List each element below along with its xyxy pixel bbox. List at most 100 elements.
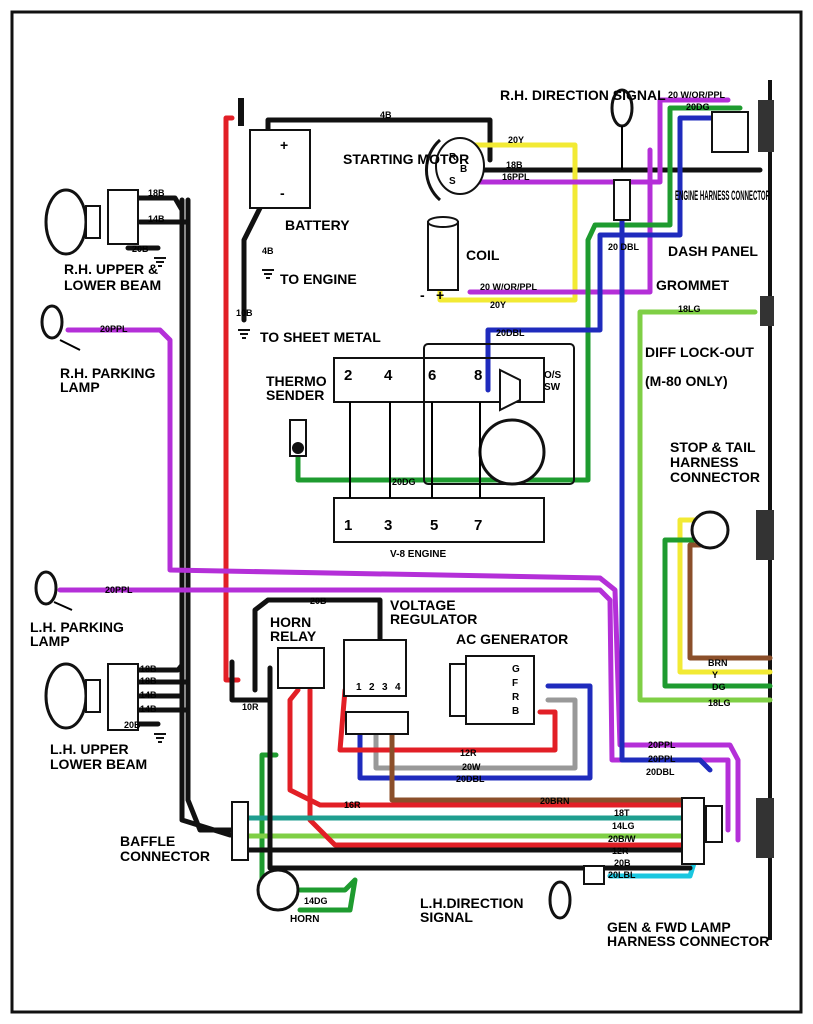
wire-label-14dg: 14DG xyxy=(304,896,328,906)
wire-label-dg: DG xyxy=(712,682,726,692)
wire-label-y: Y xyxy=(712,670,718,680)
wire-label-20y-top: 20Y xyxy=(508,135,524,145)
wire-label-12r: 12R xyxy=(460,748,477,758)
wire-label-18b-lh2: 18B xyxy=(140,676,157,686)
wire-18b-lh1 xyxy=(119,662,185,673)
stop-tail-connector xyxy=(690,510,730,550)
wire-20dbl-coil xyxy=(485,115,738,393)
label-regulator-2: REGULATOR xyxy=(390,611,477,627)
wire-10r-black xyxy=(229,659,271,703)
cylinder-6: 6 xyxy=(428,367,436,384)
label-to-engine: TO ENGINE xyxy=(280,271,357,287)
wire-20ppl-lh xyxy=(57,587,731,833)
wire-label-20ppl-rh: 20PPL xyxy=(100,324,128,334)
wire-red-main xyxy=(223,115,241,683)
wire-20b-b xyxy=(267,665,693,871)
generator-g: G xyxy=(512,664,520,675)
rh-headlamp xyxy=(44,188,139,256)
wire-y-stop xyxy=(677,517,773,675)
wire-label-20b-b: 20B xyxy=(614,858,631,868)
wire-12r xyxy=(337,687,558,753)
wire-20dbl-reg xyxy=(357,683,593,781)
label-rh-parking-2: LAMP xyxy=(60,379,100,395)
label-grommet: GROMMET xyxy=(656,277,730,293)
wire-20ppl-rh xyxy=(65,327,741,843)
regulator-terminal-3: 3 xyxy=(382,682,388,693)
label-horn: HORN xyxy=(290,914,319,925)
battery-minus: - xyxy=(280,185,285,201)
wire-20lbl xyxy=(607,857,698,879)
wire-14dg xyxy=(297,877,358,913)
starter-terminal-b: B xyxy=(460,164,467,175)
wire-label-4b-top: 4B xyxy=(380,110,392,120)
battery-plus: + xyxy=(280,137,288,153)
wire-label-20wor-top: 20 W/OR/PPL xyxy=(668,90,726,100)
wire-label-18b-starter: 18B xyxy=(506,160,523,170)
ground-symbols xyxy=(154,257,274,743)
wire-label-10b: 10B xyxy=(236,308,253,318)
wire-label-18b-rh: 18B xyxy=(148,188,165,198)
label-os-1: O/S xyxy=(544,370,562,381)
cylinder-4: 4 xyxy=(384,367,393,384)
wire-20dbl-right xyxy=(619,192,713,773)
label-lh-direction-2: SIGNAL xyxy=(420,909,473,925)
label-diff-lockout: DIFF LOCK-OUT xyxy=(645,344,754,360)
horn xyxy=(256,868,300,912)
wire-label-20y-coil: 20Y xyxy=(490,300,506,310)
wire-brn-stop xyxy=(687,542,773,661)
cylinder-8: 8 xyxy=(474,367,482,384)
label-rh-beam-2: LOWER BEAM xyxy=(64,277,161,293)
generator-f: F xyxy=(512,678,518,689)
cylinder-5: 5 xyxy=(430,517,438,534)
wire-12r-b xyxy=(307,687,693,848)
wire-black-batt-neg xyxy=(241,197,267,323)
wire-20y xyxy=(437,142,578,303)
label-stop-tail-2: HARNESS xyxy=(670,454,738,470)
starter-terminal-r: R xyxy=(449,152,457,163)
label-thermo-1: THERMO xyxy=(266,373,327,389)
regulator-terminal-1: 1 xyxy=(356,682,362,693)
cylinder-3: 3 xyxy=(384,517,392,534)
wire-label-16r: 16R xyxy=(344,800,361,810)
label-engine-harness: ENGINE HARNESS CONNECTOR xyxy=(675,187,770,203)
label-diff-lockout-note: (M-80 ONLY) xyxy=(645,373,728,389)
cylinder-2: 2 xyxy=(344,367,352,384)
battery xyxy=(238,98,311,209)
label-ac-generator: AC GENERATOR xyxy=(456,631,568,647)
wire-16ppl xyxy=(469,97,731,185)
wire-label-10r: 10R xyxy=(242,702,259,712)
wire-black-trunk-2 xyxy=(185,197,243,833)
voltage-regulator xyxy=(343,639,409,735)
horn-relay xyxy=(277,647,325,689)
wire-label-20dg-engine: 20DG xyxy=(392,477,416,487)
wire-label-14lg: 14LG xyxy=(612,821,635,831)
label-rh-direction-signal-1: R.H. DIRECTION SIGNAL xyxy=(500,87,666,103)
stop-tail-block xyxy=(756,510,774,560)
wire-20dg xyxy=(295,105,743,483)
wire-20wor-coil xyxy=(467,147,653,295)
grommet-block xyxy=(760,296,774,326)
label-stop-tail-3: CONNECTOR xyxy=(670,469,760,485)
gen-fwd-block xyxy=(756,798,774,858)
ac-generator xyxy=(449,655,535,725)
label-baffle-2: CONNECTOR xyxy=(120,848,210,864)
label-os-2: SW xyxy=(544,382,561,393)
wire-16r xyxy=(287,687,693,808)
wire-label-20ppl-lh: 20PPL xyxy=(105,585,133,595)
wire-20b-horn xyxy=(252,597,383,693)
label-lh-beam-1: L.H. UPPER xyxy=(50,741,129,757)
regulator-terminal-4: 4 xyxy=(395,682,401,693)
wire-label-20wor-coil: 20 W/OR/PPL xyxy=(480,282,538,292)
label-gen-fwd-2: HARNESS CONNECTOR xyxy=(607,933,769,949)
oil-pressure-switch xyxy=(499,368,521,412)
wire-black-baffle xyxy=(179,673,233,838)
wire-label-14b-lh2: 14B xyxy=(140,704,157,714)
v8-engine-block xyxy=(333,343,575,543)
rh-direction-signal xyxy=(610,88,634,221)
wire-label-18b-lh1: 18B xyxy=(140,664,157,674)
label-gen-fwd-1: GEN & FWD LAMP xyxy=(607,919,731,935)
wire-label-20lbl: 20LBL xyxy=(608,870,636,880)
engine-harness-connector xyxy=(711,111,749,153)
wire-label-20b-horn: 20B xyxy=(310,596,327,606)
